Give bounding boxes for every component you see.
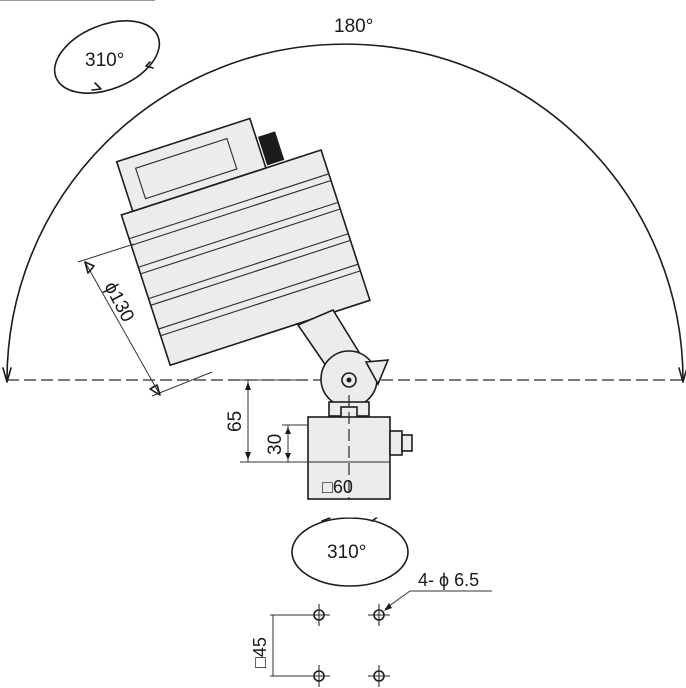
arc-arrow-left <box>2 367 12 383</box>
mounting-hole <box>368 604 390 626</box>
hole-spec-label: 4- ϕ 6.5 <box>418 570 479 590</box>
height-30-label: 30 <box>265 434 286 455</box>
height-65-label: 65 <box>225 411 246 432</box>
head-diameter-label: ϕ130 <box>100 278 138 325</box>
sweep-arc <box>6 43 684 381</box>
base-rotation-indicator: 310° <box>291 512 409 587</box>
base-rotation-label: 310° <box>327 542 366 563</box>
lamp-base: □60 <box>307 395 413 500</box>
lamp-head <box>115 117 371 367</box>
base-size-label: □60 <box>322 477 353 497</box>
mounting-hole-pattern: 4- ϕ 6.5 □45 <box>250 570 492 687</box>
arc-angle-label: 180° <box>334 16 373 37</box>
lamp-arm <box>296 308 390 420</box>
height-dimensions: 65 30 <box>225 379 308 463</box>
mounting-hole <box>368 665 390 687</box>
head-rotation-label: 310° <box>85 50 124 71</box>
hole-spacing-label: □45 <box>250 637 270 668</box>
mounting-hole <box>308 604 330 626</box>
head-rotation-indicator: 310° <box>53 20 161 94</box>
